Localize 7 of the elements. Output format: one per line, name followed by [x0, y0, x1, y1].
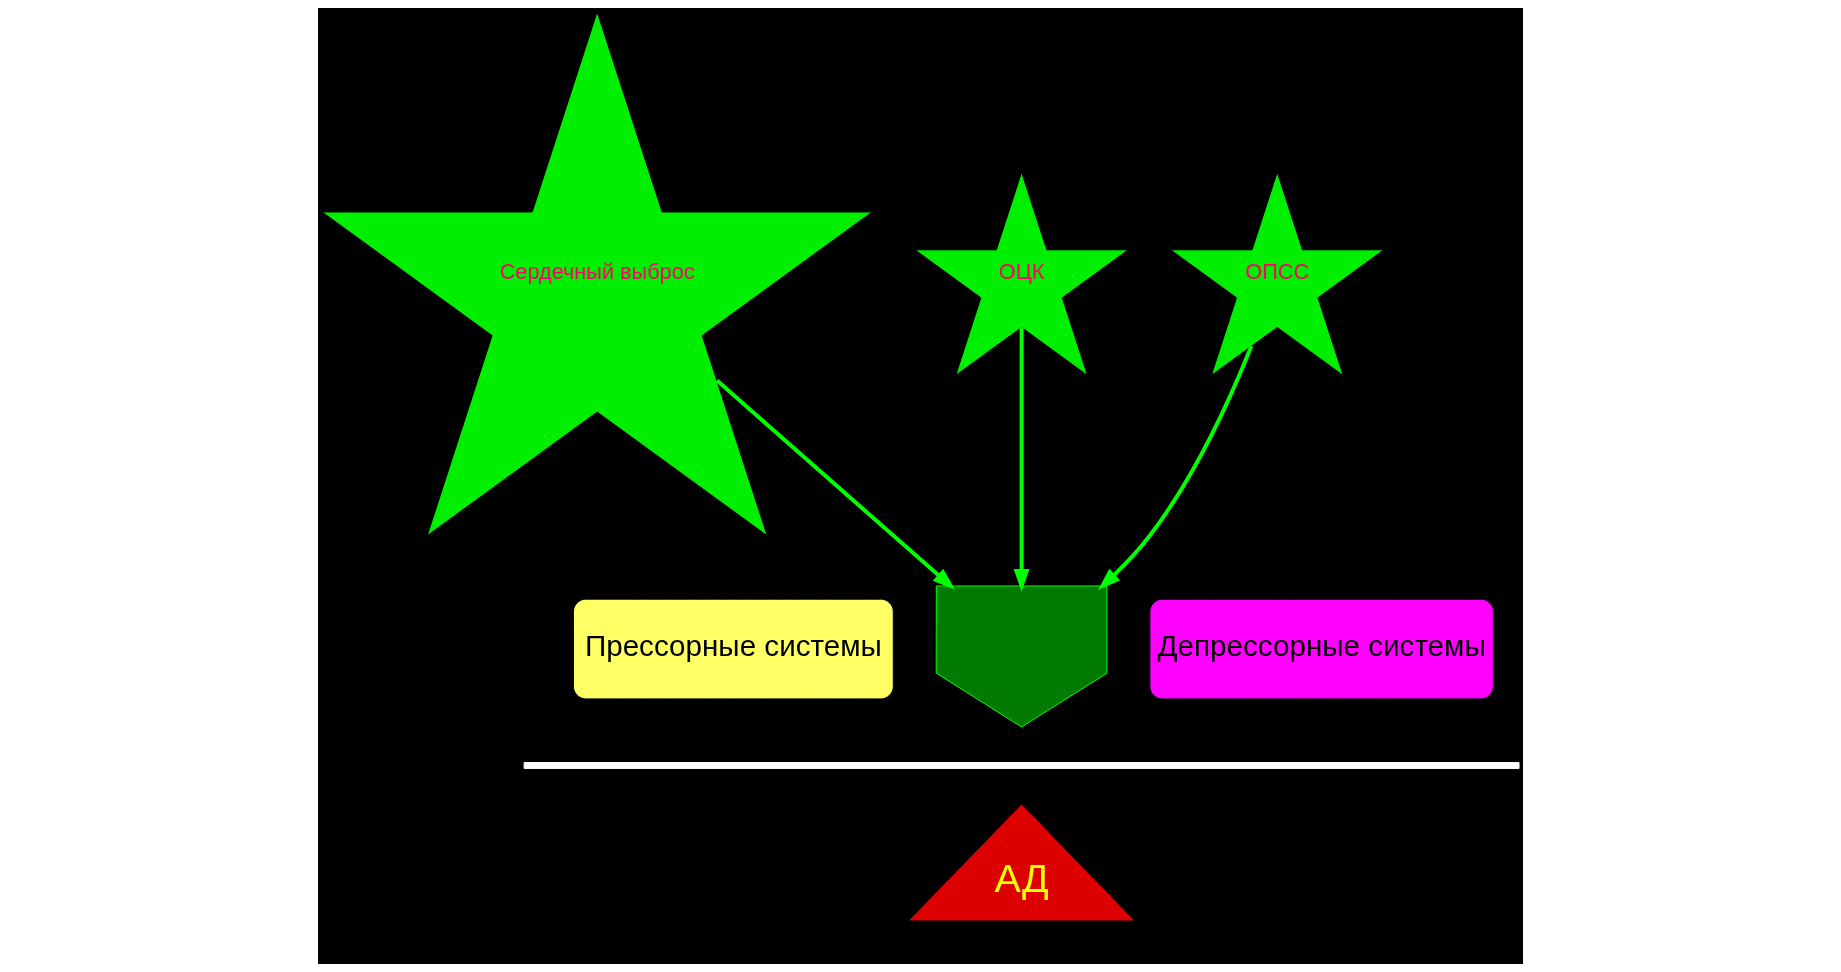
arrow	[1098, 345, 1254, 590]
arrow	[1013, 327, 1030, 592]
node-arrow	[935, 585, 1108, 728]
node-bar	[523, 762, 1520, 769]
node-box: Депрессорные системы	[1149, 598, 1494, 700]
node-box: Прессорные системы	[572, 598, 894, 700]
arrow	[715, 378, 956, 590]
